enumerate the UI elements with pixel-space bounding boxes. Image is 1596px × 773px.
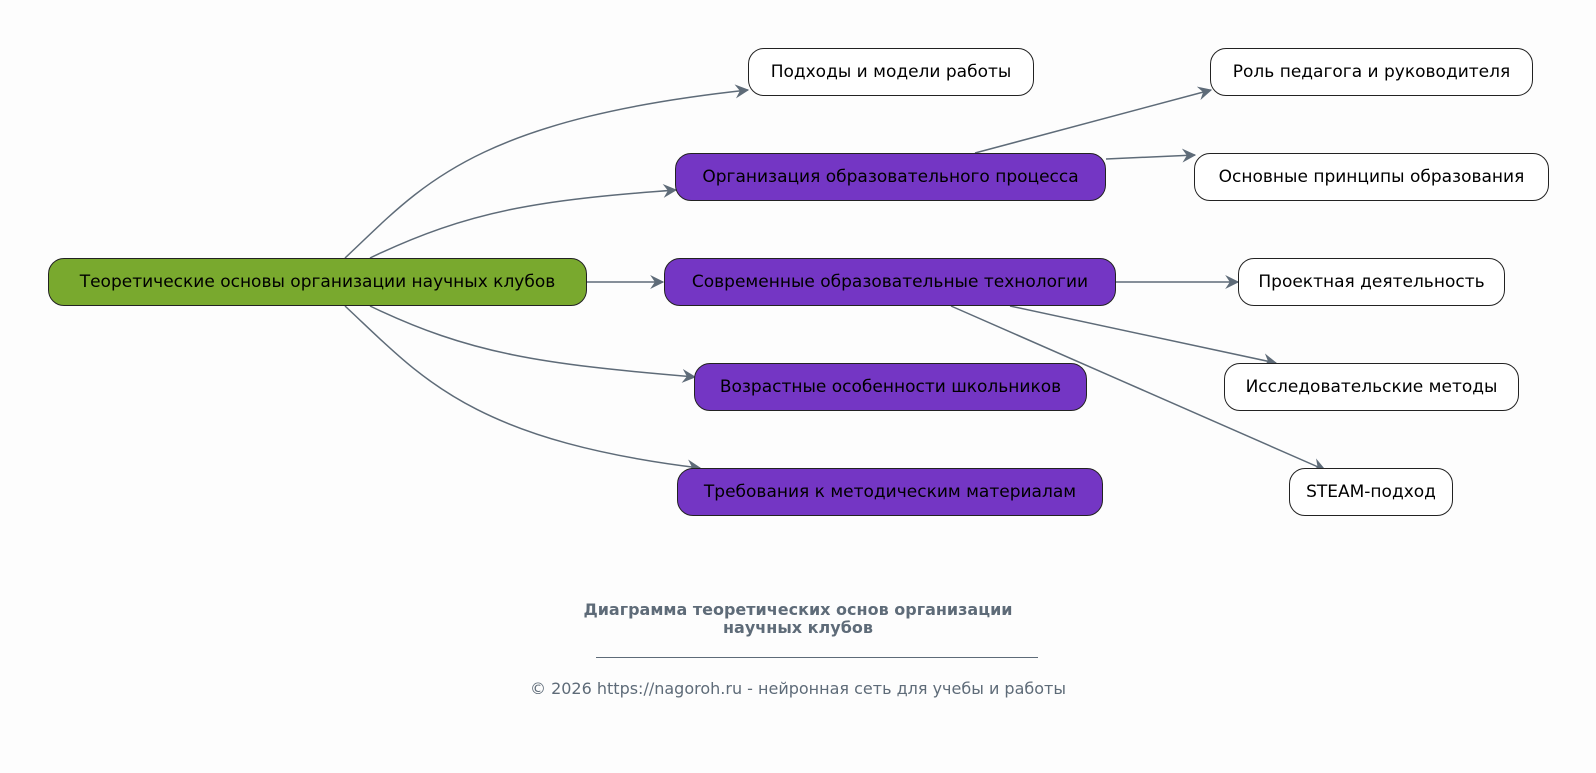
diagram-title: Диаграмма теоретических основ организаци… bbox=[0, 601, 1596, 637]
edge-root-organization bbox=[369, 183, 678, 259]
node-technologies[interactable]: Современные образовательные технологии bbox=[664, 258, 1116, 306]
diagram-title-line2: научных клубов bbox=[723, 618, 873, 637]
node-root-label: Теоретические основы организации научных… bbox=[79, 272, 556, 292]
edge-technologies-research bbox=[1009, 305, 1278, 368]
diagram-title-line1: Диаграмма теоретических основ организаци… bbox=[583, 600, 1013, 619]
node-organization-label: Организация образовательного процесса bbox=[702, 167, 1079, 187]
node-approaches[interactable]: Подходы и модели работы bbox=[748, 48, 1034, 96]
node-role[interactable]: Роль педагога и руководителя bbox=[1210, 48, 1533, 96]
edge-root-age bbox=[369, 305, 697, 383]
edge-root-approaches bbox=[344, 84, 750, 259]
node-project-label: Проектная деятельность bbox=[1258, 272, 1485, 292]
node-role-label: Роль педагога и руководителя bbox=[1232, 62, 1511, 82]
edge-root-requirements bbox=[344, 305, 702, 474]
node-age-label: Возрастные особенности школьников bbox=[719, 377, 1062, 397]
node-technologies-label: Современные образовательные технологии bbox=[691, 272, 1089, 292]
node-approaches-label: Подходы и модели работы bbox=[770, 62, 1012, 82]
node-research[interactable]: Исследовательские методы bbox=[1224, 363, 1519, 411]
node-age[interactable]: Возрастные особенности школьников bbox=[694, 363, 1087, 411]
node-root[interactable]: Теоретические основы организации научных… bbox=[48, 258, 587, 306]
node-principles[interactable]: Основные принципы образования bbox=[1194, 153, 1549, 201]
node-research-label: Исследовательские методы bbox=[1245, 377, 1498, 397]
edge-technologies-steam bbox=[950, 305, 1327, 472]
node-project[interactable]: Проектная деятельность bbox=[1238, 258, 1505, 306]
node-steam-label: STEAM-подход bbox=[1306, 482, 1436, 502]
node-organization[interactable]: Организация образовательного процесса bbox=[675, 153, 1106, 201]
node-requirements[interactable]: Требования к методическим материалам bbox=[677, 468, 1103, 516]
node-requirements-label: Требования к методическим материалам bbox=[703, 482, 1077, 502]
edge-organization-principles bbox=[1105, 148, 1197, 163]
caption-divider bbox=[596, 657, 1038, 658]
node-principles-label: Основные принципы образования bbox=[1218, 167, 1525, 187]
footer-copyright: © 2026 https://nagoroh.ru - нейронная се… bbox=[529, 679, 1066, 698]
edge-organization-role bbox=[974, 86, 1213, 154]
node-steam[interactable]: STEAM-подход bbox=[1289, 468, 1453, 516]
